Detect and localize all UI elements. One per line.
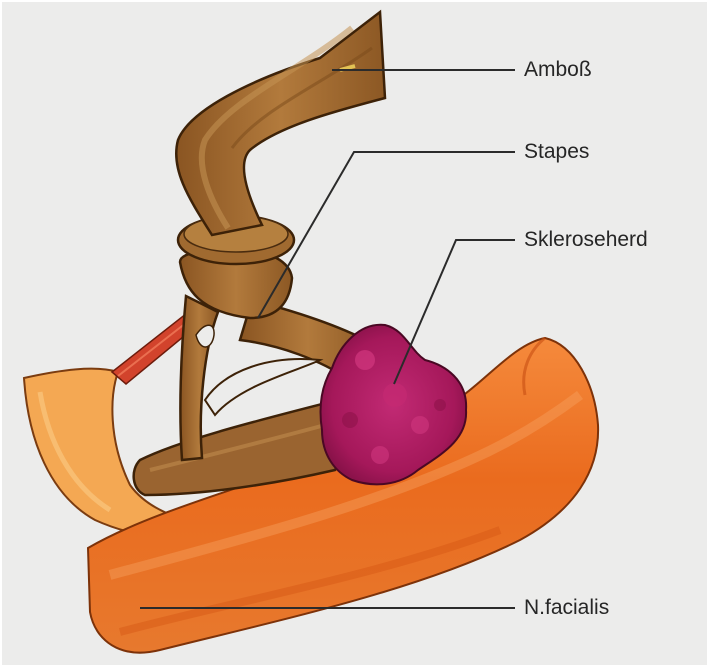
incus-long-process bbox=[176, 12, 385, 235]
label-skleroseherd: Skleroseherd bbox=[524, 229, 648, 250]
label-amboss: Amboß bbox=[524, 59, 592, 80]
label-facialis: N.facialis bbox=[524, 597, 609, 618]
label-stapes: Stapes bbox=[524, 141, 589, 162]
leader-line-stapes bbox=[258, 152, 515, 318]
